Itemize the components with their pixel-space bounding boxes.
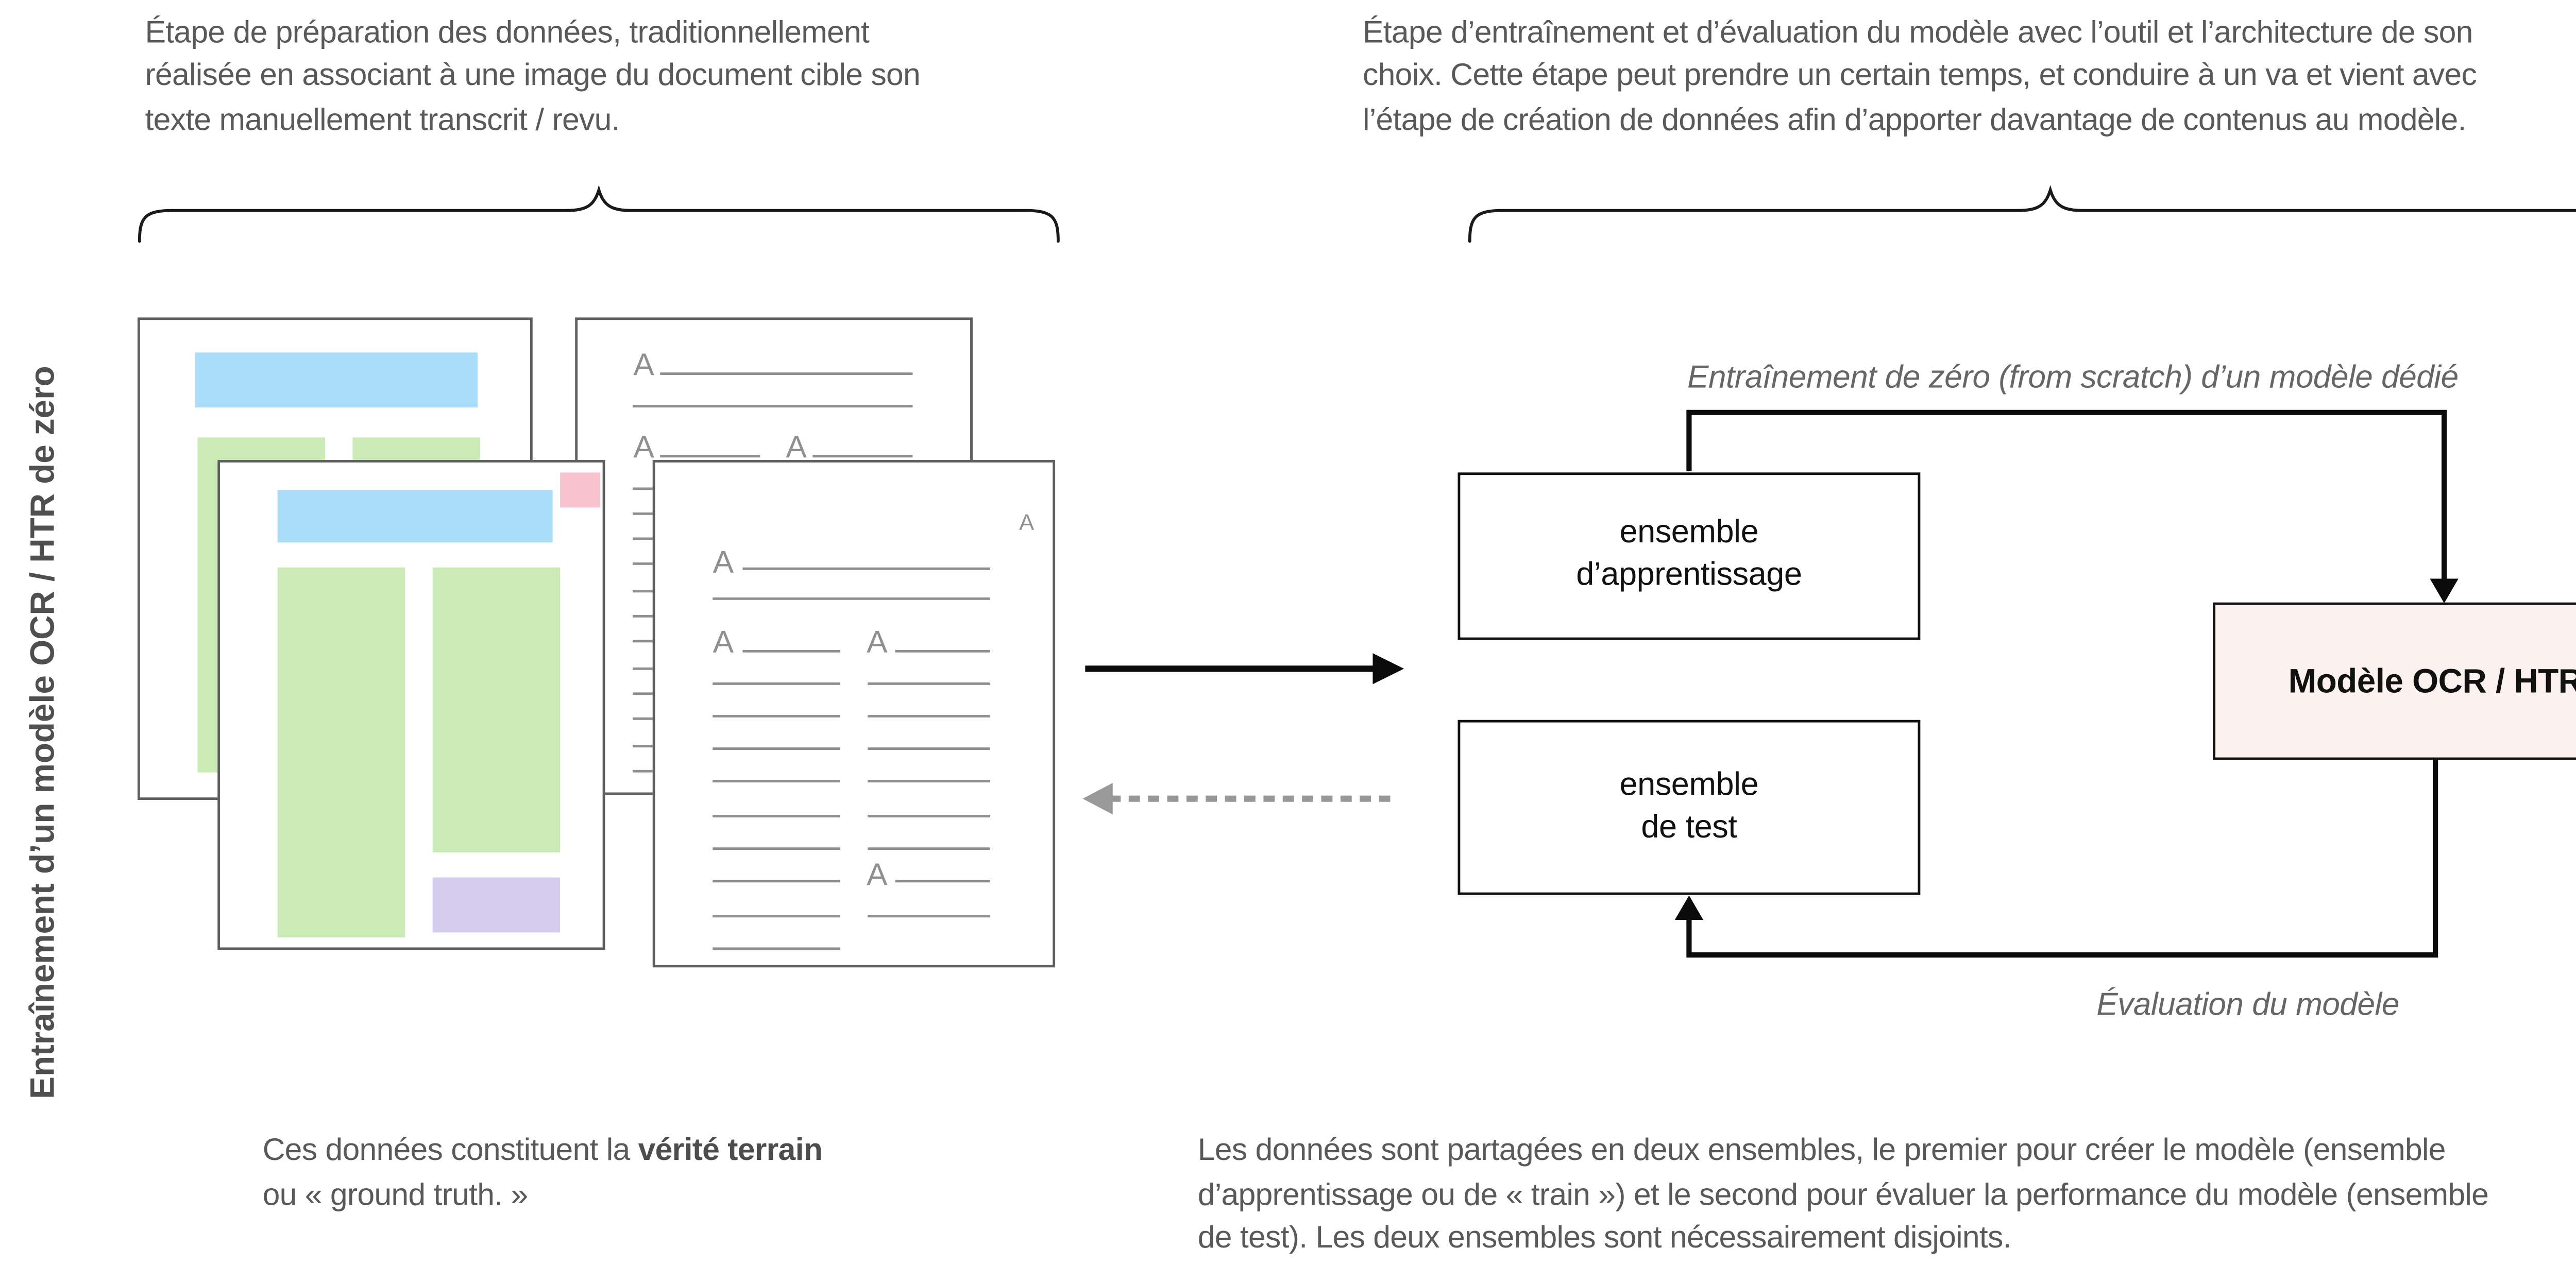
curly-brace-middle-icon bbox=[1468, 185, 2576, 243]
doc-column-block bbox=[276, 566, 405, 937]
doc-header-block bbox=[276, 490, 552, 541]
training-set-box: ensemble d’apprentissage bbox=[1458, 471, 1921, 639]
annotation-data-preparation: Étape de préparation des données, tradit… bbox=[145, 15, 921, 136]
document-thumbnail-layout-front bbox=[217, 460, 604, 950]
annotation-training-evaluation: Étape d’entraînement et d’évaluation du … bbox=[1363, 15, 2477, 136]
figure-vertical-title: Entraînement d’un modèle OCR / HTR de zé… bbox=[24, 366, 61, 1099]
model-box: Modèle OCR / HTR bbox=[2213, 602, 2576, 760]
doc-column-block bbox=[431, 566, 559, 851]
test-set-box: ensemble de test bbox=[1458, 720, 1921, 895]
doc-footer-block bbox=[431, 876, 559, 933]
training-arrow-label: Entraînement de zéro (from scratch) d’un… bbox=[1687, 356, 2459, 394]
curly-brace-left-icon bbox=[138, 185, 1060, 243]
arrow-right-icon bbox=[1085, 653, 1404, 685]
evaluation-arrow-label: Évaluation du modèle bbox=[2096, 983, 2399, 1021]
caption-train-test-split: Les données sont partagées en deux ensem… bbox=[1197, 1132, 2489, 1255]
arrow-dashed-left-icon bbox=[1082, 783, 1391, 815]
caption-ground-truth: Ces données constituent la vérité terrai… bbox=[262, 1132, 823, 1211]
doc-marker-block bbox=[560, 472, 599, 506]
doc-header-block bbox=[195, 351, 478, 406]
